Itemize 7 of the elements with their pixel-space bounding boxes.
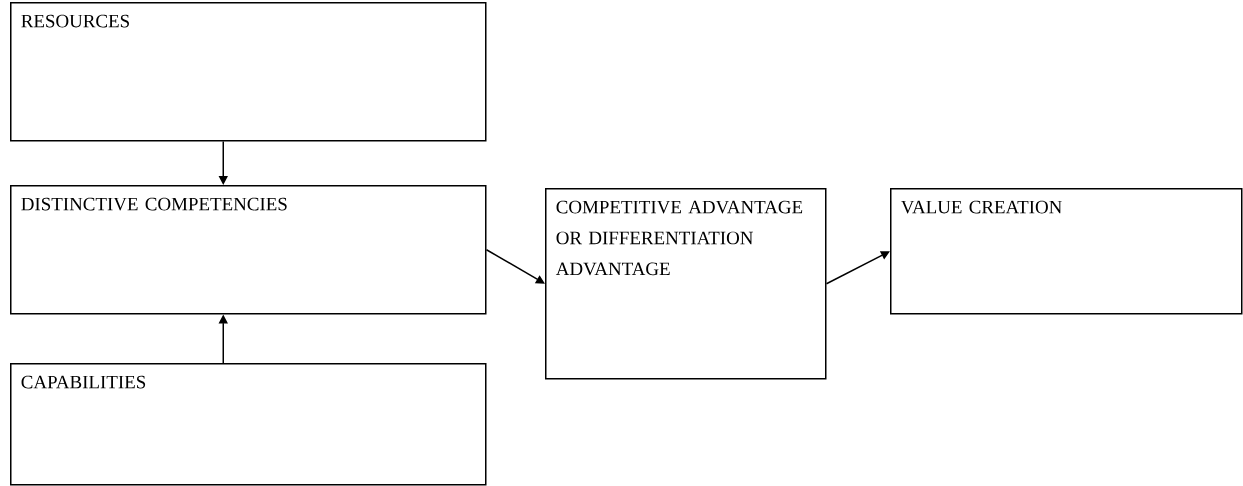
text-box: RESOURCES (10, 2, 487, 142)
text-box: DISTINCTIVE COMPETENCIES (10, 185, 487, 315)
text-box: VALUE CREATION (890, 188, 1243, 315)
arrow (485, 249, 545, 284)
text-box: COMPETITIVE ADVANTAGE OR DIFFERENTIATION ADVANTAGE (545, 188, 827, 380)
text-box: CAPABILITIES (10, 363, 487, 486)
arrow (825, 251, 890, 285)
